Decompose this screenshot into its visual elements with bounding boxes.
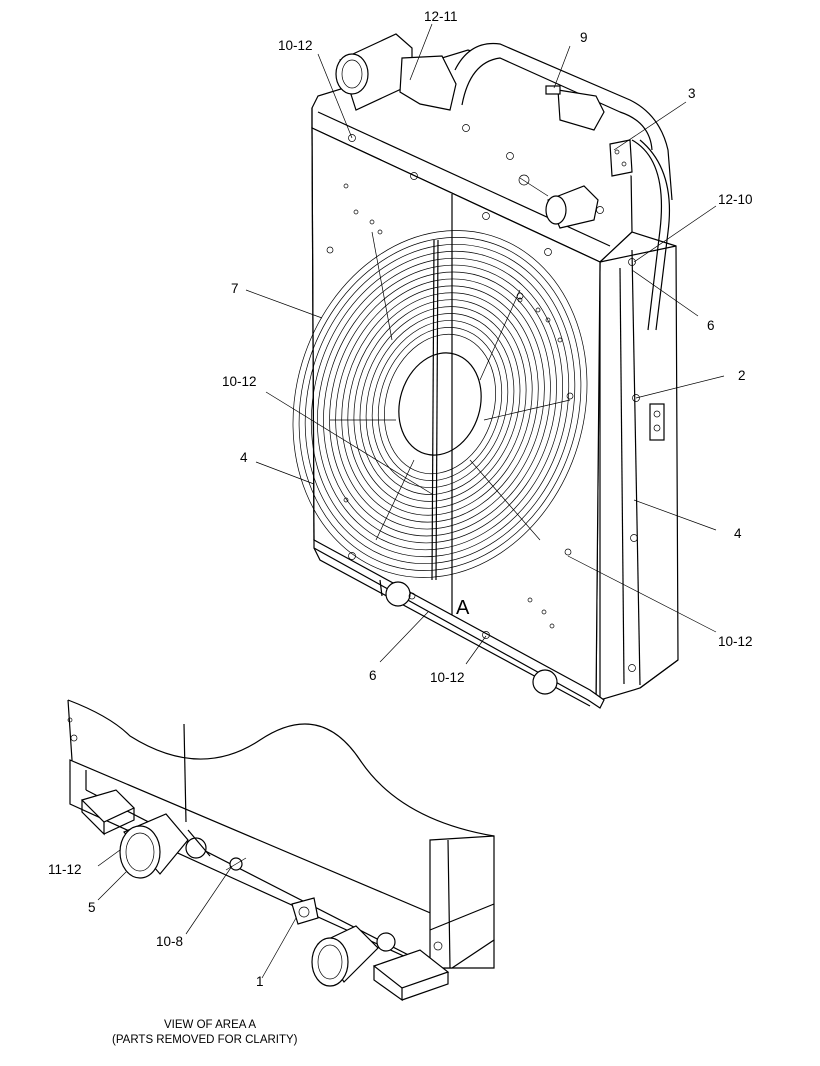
callout-12-10: 12-10 [718, 192, 753, 207]
callout-6-bottom: 6 [369, 668, 377, 683]
callout-6-right: 6 [707, 318, 715, 333]
callout-3: 3 [688, 86, 696, 101]
caption-line-1: VIEW OF AREA A [164, 1019, 256, 1031]
callout-2: 2 [738, 368, 746, 383]
radiator-assembly [292, 33, 679, 709]
detail-view-area-a [67, 699, 495, 1002]
callout-9: 9 [580, 30, 588, 45]
callout-10-12-bottom: 10-12 [430, 670, 465, 685]
caption-line-2: (PARTS REMOVED FOR CLARITY) [112, 1034, 298, 1046]
callout-10-12-left: 10-12 [222, 374, 257, 389]
panel-holes [343, 183, 563, 629]
top-valve [545, 85, 605, 131]
fan-guard [292, 230, 588, 578]
callout-10-12-right: 10-12 [718, 634, 753, 649]
callout-10-12-top: 10-12 [278, 38, 313, 53]
leader-lines [245, 23, 725, 665]
mid-motor [518, 174, 599, 229]
area-a-marker: A [456, 597, 470, 619]
callout-4-left: 4 [240, 450, 248, 465]
fan-guard-clips [326, 246, 574, 600]
callout-7: 7 [231, 281, 239, 296]
callout-5: 5 [88, 900, 96, 915]
callout-4-right: 4 [734, 526, 742, 541]
detail-caption: VIEW OF AREA A (PARTS REMOVED FOR CLARIT… [112, 1019, 298, 1046]
fan-guard-spokes [330, 231, 571, 581]
label-plate [649, 403, 665, 441]
callout-12-11: 12-11 [424, 9, 458, 24]
side-bolts [628, 258, 640, 672]
callout-labels: 12-11 9 10-12 3 12-10 6 7 2 10-12 4 4 10… [48, 9, 753, 989]
callout-1: 1 [256, 974, 264, 989]
callout-10-8: 10-8 [156, 934, 183, 949]
callout-11-12: 11-12 [48, 862, 82, 877]
